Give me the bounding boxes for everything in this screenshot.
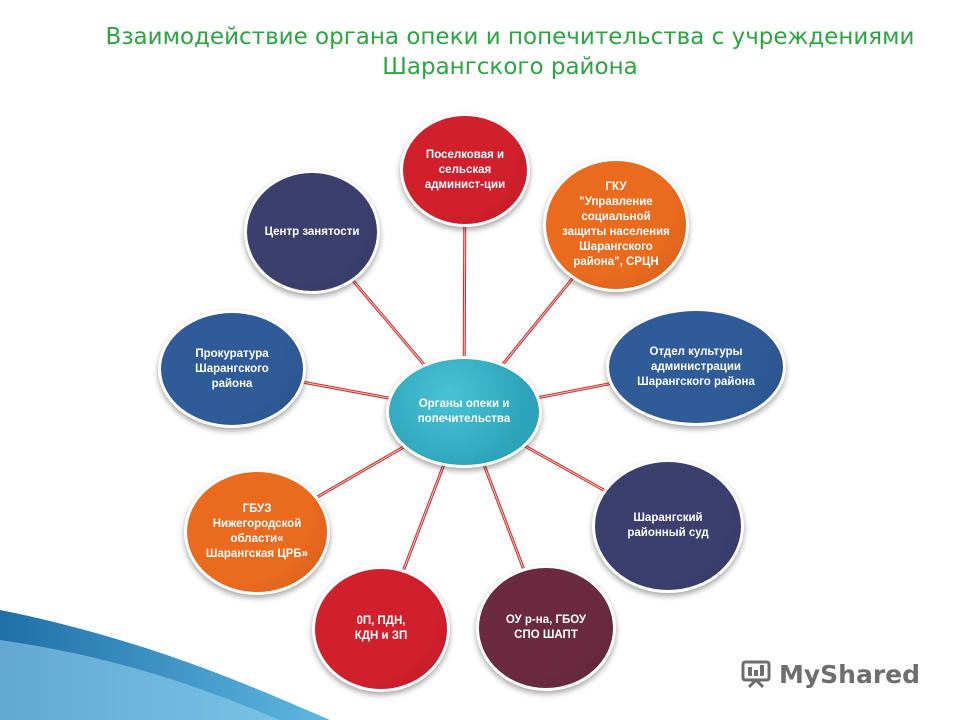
- watermark-text: MyShared: [778, 659, 920, 689]
- node-sud: Шарангский районный суд: [592, 459, 744, 593]
- node-gku: ГКУ "Управление социальной защиты населе…: [543, 158, 689, 292]
- node-ou: ОУ р-на, ГБОУ СПО ШАПТ: [476, 565, 616, 691]
- node-ou-label: ОУ р-на, ГБОУ СПО ШАПТ: [505, 614, 587, 641]
- center-node-label: Органы опеки и попечительства: [417, 398, 511, 425]
- node-kultura-label: Отдел культуры администрации Шарангского…: [637, 345, 755, 388]
- node-prokuratura-label: Прокуратура Шарангского района: [195, 347, 269, 390]
- node-pdn-label: 0П, ПДН, КДН и ЗП: [354, 615, 408, 642]
- node-gku-label: ГКУ "Управление социальной защиты населе…: [562, 181, 670, 268]
- node-gbuz-label: ГБУЗ Нижегородской области« Шарангская Ц…: [205, 503, 309, 560]
- node-zanyatost-label: Центр занятости: [264, 225, 360, 238]
- presentation-icon: [741, 660, 771, 689]
- node-kultura: Отдел культуры администрации Шарангского…: [606, 308, 786, 426]
- node-poselkovaya: Поселковая и сельская админист-ции: [400, 113, 530, 227]
- node-poselkovaya-label: Поселковая и сельская админист-ции: [424, 148, 506, 191]
- bottom-wave-decoration: [0, 610, 330, 720]
- page-title-line-2: Шарангского района: [382, 54, 638, 80]
- page-title: Взаимодействие органа опеки и попечитель…: [80, 22, 940, 82]
- node-prokuratura: Прокуратура Шарангского района: [158, 310, 306, 428]
- center-node: Органы опеки и попечительства: [386, 356, 542, 468]
- watermark: MyShared: [739, 656, 920, 692]
- node-zanyatost: Центр занятости: [244, 170, 380, 294]
- page-title-line-1: Взаимодействие органа опеки и попечитель…: [105, 24, 915, 50]
- node-gbuz: ГБУЗ Нижегородской области« Шарангская Ц…: [184, 469, 330, 595]
- node-pdn: 0П, ПДН, КДН и ЗП: [312, 566, 450, 692]
- node-sud-label: Шарангский районный суд: [627, 512, 709, 539]
